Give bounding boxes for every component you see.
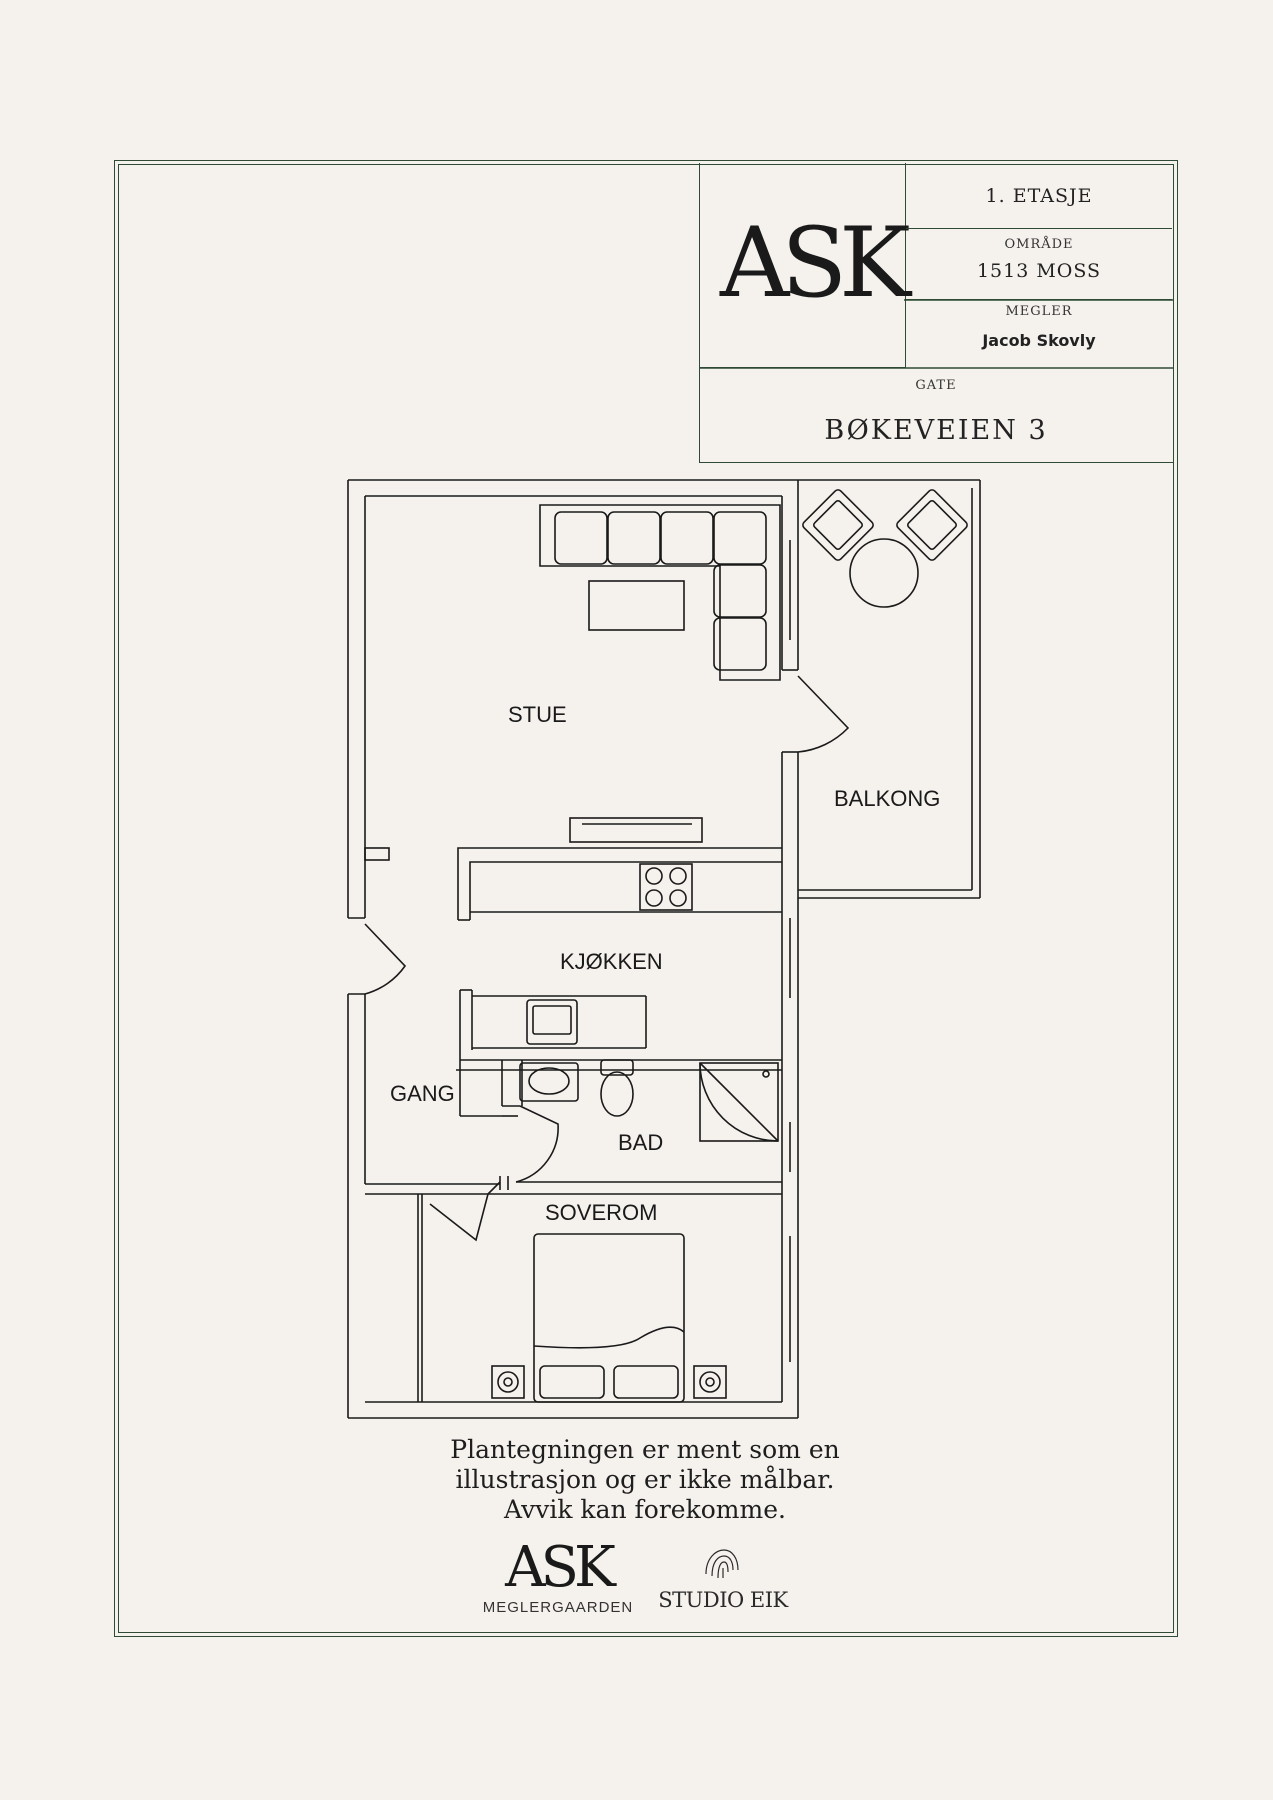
street-value: BØKEVEIEN 3 [824,415,1048,446]
agent-row: MEGLER Jacob Skovly [906,300,1172,368]
floor-value: 1. ETASJE [985,185,1093,207]
bathroom-walls [365,1059,782,1190]
studio-eik-wordmark: STUDIO EIK [658,1588,788,1612]
street-label: GATE [915,378,957,393]
area-label: OMRÅDE [1004,237,1074,252]
bedroom [365,1181,782,1403]
room-label-kjokken: KJØKKEN [560,949,663,974]
disclaimer: Plantegningen er ment som en illustrasjo… [380,1435,910,1525]
outer-frame [114,160,1178,1637]
title-block-logo-cell: ASK [700,163,911,368]
room-label-gang: GANG [390,1081,455,1106]
room-label-balkong: BALKONG [834,786,941,811]
disclaimer-line-3: Avvik kan forekomme. [504,1495,786,1524]
area-value: 1513 MOSS [976,260,1102,282]
floor-row: 1. ETASJE [906,163,1172,229]
inner-frame [118,164,1174,1633]
ask-footer-logo: ASK [505,1535,616,1600]
kitchen-lower-counter [459,989,782,1061]
agent-label: MEGLER [1005,304,1073,319]
balcony-outline [782,479,981,899]
room-label-stue: STUE [508,702,567,727]
agent-value: Jacob Skovly [982,331,1096,350]
room-label-soverom: SOVEROM [545,1200,658,1225]
kitchen-upper-counter [457,847,782,921]
disclaimer-line-1: Plantegningen er ment som en [450,1435,840,1464]
meglergaarden-wordmark: MEGLERGAARDEN [482,1599,634,1616]
title-block: ASK 1. ETASJE OMRÅDE 1513 MOSS MEGLER Ja… [699,163,1173,463]
room-label-bad: BAD [618,1130,664,1155]
sofa [539,504,781,681]
street-row: GATE BØKEVEIEN 3 [700,368,1172,461]
studio-eik-mark [705,1549,739,1579]
ask-logo: ASK [720,207,911,319]
disclaimer-line-2: illustrasjon og er ikke målbar. [455,1465,835,1494]
tv-unit [569,817,703,843]
